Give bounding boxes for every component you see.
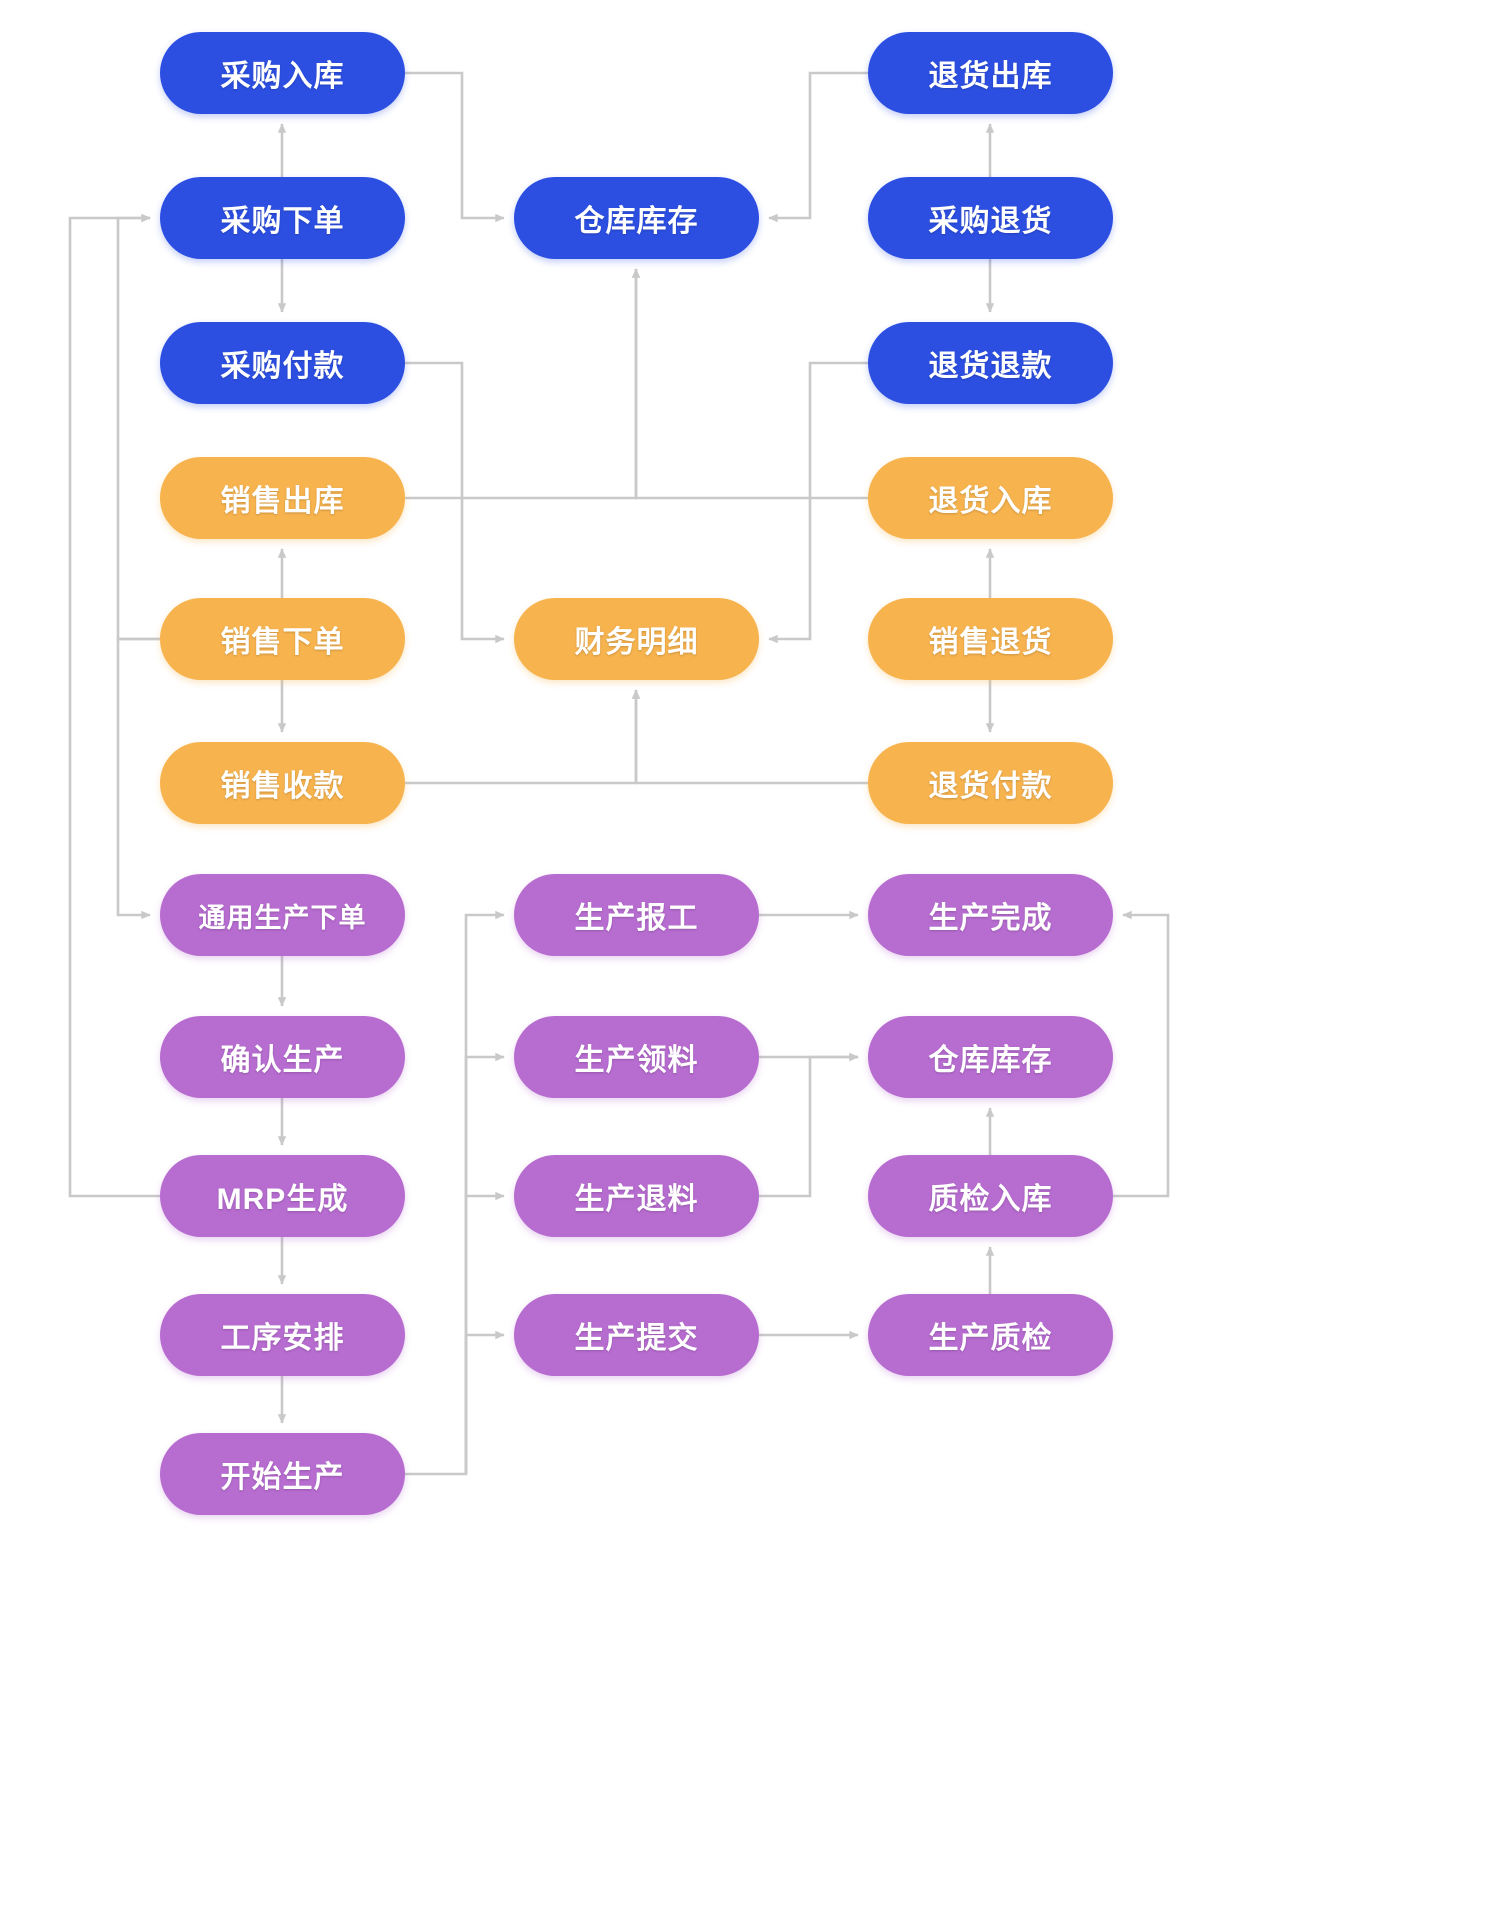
node-label: 退货出库 <box>928 60 1053 93</box>
edge-n01-n04 <box>405 71 505 223</box>
edge-n14-n11 <box>631 689 868 785</box>
node-n02[interactable]: 退货出库 <box>868 32 1113 114</box>
node-n15[interactable]: 通用生产下单 <box>160 874 405 956</box>
node-n04[interactable]: 仓库库存 <box>514 177 759 259</box>
node-label: 生产报工 <box>574 902 699 935</box>
node-n21[interactable]: MRP生成 <box>160 1155 405 1237</box>
node-n23[interactable]: 质检入库 <box>868 1155 1113 1237</box>
edge-n22-n20 <box>759 1052 859 1198</box>
edge-n08-n04 <box>405 268 641 500</box>
node-label: 销售收款 <box>220 770 345 803</box>
node-label: 退货付款 <box>928 770 1053 803</box>
node-n06[interactable]: 采购付款 <box>160 322 405 404</box>
node-n08[interactable]: 销售出库 <box>160 457 405 539</box>
edge-n07-n11 <box>768 361 868 644</box>
node-label: 生产退料 <box>574 1183 699 1216</box>
node-label: 确认生产 <box>220 1044 345 1077</box>
node-label: 财务明细 <box>574 626 699 659</box>
edge-n27-n25 <box>464 1330 505 1474</box>
node-n16[interactable]: 生产报工 <box>514 874 759 956</box>
edge-n10-n03 <box>116 213 160 641</box>
edge-n21-n03 <box>68 213 160 1198</box>
node-label: 仓库库存 <box>574 205 699 238</box>
node-n03[interactable]: 采购下单 <box>160 177 405 259</box>
node-label: 退货入库 <box>928 485 1053 518</box>
node-label: 通用生产下单 <box>198 902 367 933</box>
node-label: 采购下单 <box>220 205 345 238</box>
node-label: 生产领料 <box>574 1044 699 1077</box>
node-label: 生产提交 <box>574 1322 699 1355</box>
node-n13[interactable]: 销售收款 <box>160 742 405 824</box>
edge-n13-n11 <box>405 689 641 785</box>
node-label: 生产质检 <box>928 1322 1053 1355</box>
node-label: 销售出库 <box>220 485 345 518</box>
edge-n27-n19 <box>464 1052 505 1474</box>
edge-n27-n16 <box>405 910 505 1476</box>
node-n11[interactable]: 财务明细 <box>514 598 759 680</box>
node-n27[interactable]: 开始生产 <box>160 1433 405 1515</box>
edge-n02-n04 <box>768 71 868 223</box>
edge-n10-n15 <box>116 637 160 920</box>
node-label: 采购入库 <box>220 60 345 93</box>
node-n10[interactable]: 销售下单 <box>160 598 405 680</box>
node-n24[interactable]: 工序安排 <box>160 1294 405 1376</box>
node-n25[interactable]: 生产提交 <box>514 1294 759 1376</box>
node-n09[interactable]: 退货入库 <box>868 457 1113 539</box>
node-n14[interactable]: 退货付款 <box>868 742 1113 824</box>
edge-n09-n04 <box>631 268 868 500</box>
edge-n23-n17 <box>1113 910 1170 1198</box>
node-label: 退货退款 <box>928 350 1053 383</box>
node-label: MRP生成 <box>216 1183 349 1216</box>
node-label: 仓库库存 <box>928 1044 1053 1077</box>
node-n22[interactable]: 生产退料 <box>514 1155 759 1237</box>
node-label: 销售下单 <box>220 626 345 659</box>
node-n05[interactable]: 采购退货 <box>868 177 1113 259</box>
node-n01[interactable]: 采购入库 <box>160 32 405 114</box>
node-n20[interactable]: 仓库库存 <box>868 1016 1113 1098</box>
node-label: 开始生产 <box>220 1461 345 1494</box>
node-n26[interactable]: 生产质检 <box>868 1294 1113 1376</box>
node-label: 销售退货 <box>928 626 1053 659</box>
node-label: 采购退货 <box>928 205 1053 238</box>
edge-n06-n11 <box>405 361 505 644</box>
node-n18[interactable]: 确认生产 <box>160 1016 405 1098</box>
node-label: 工序安排 <box>220 1322 345 1355</box>
node-label: 采购付款 <box>220 350 345 383</box>
node-n19[interactable]: 生产领料 <box>514 1016 759 1098</box>
node-n17[interactable]: 生产完成 <box>868 874 1113 956</box>
node-label: 生产完成 <box>928 902 1053 935</box>
node-n12[interactable]: 销售退货 <box>868 598 1113 680</box>
node-n07[interactable]: 退货退款 <box>868 322 1113 404</box>
node-label: 质检入库 <box>928 1183 1053 1216</box>
